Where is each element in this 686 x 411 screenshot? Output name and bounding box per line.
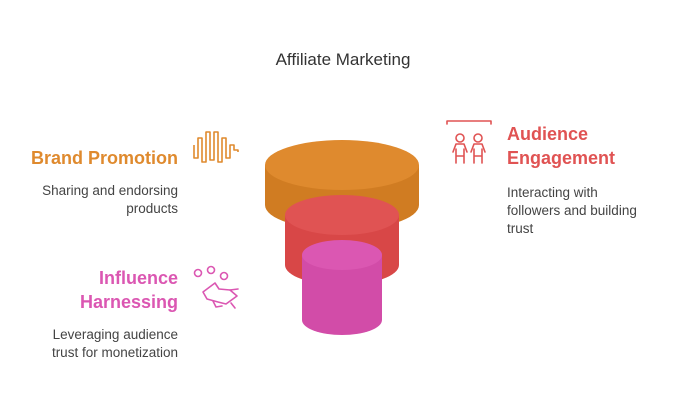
audience-engagement-description-line: Interacting with xyxy=(507,185,598,200)
audience-engagement-heading-line: Engagement xyxy=(507,148,616,168)
influence-harnessing-heading: Influence Harnessing xyxy=(0,266,178,314)
audience-engagement-heading-line: Audience xyxy=(507,124,589,144)
brand-promotion-description-line: products xyxy=(126,201,178,216)
influence-harnessing-heading-line: Harnessing xyxy=(79,292,178,312)
audience-engagement-description: Interacting with followers and building … xyxy=(507,184,637,238)
influence-harnessing-description: Leveraging audience trust for monetizati… xyxy=(0,326,178,362)
audience-engagement-description-line: followers and building xyxy=(507,203,637,218)
influence-harnessing-description-line: Leveraging audience xyxy=(52,327,178,342)
audience-engagement-heading: Audience Engagement xyxy=(507,122,615,170)
influence-harnessing-description-line: trust for monetization xyxy=(51,345,178,360)
diagram-title: Affiliate Marketing xyxy=(275,50,411,69)
audience-engagement-description-line: trust xyxy=(507,221,534,236)
funnel-layer-influence-harnessing xyxy=(302,240,382,335)
people-icon xyxy=(446,120,492,164)
brand-promotion-description: Sharing and endorsing products xyxy=(0,182,178,218)
brand-promotion-description-line: Sharing and endorsing xyxy=(42,183,178,198)
influence-harnessing-heading-line: Influence xyxy=(98,268,178,288)
sound-wave-icon xyxy=(193,131,239,163)
megaphone-icon xyxy=(193,265,239,309)
brand-promotion-heading: Brand Promotion xyxy=(31,148,178,168)
